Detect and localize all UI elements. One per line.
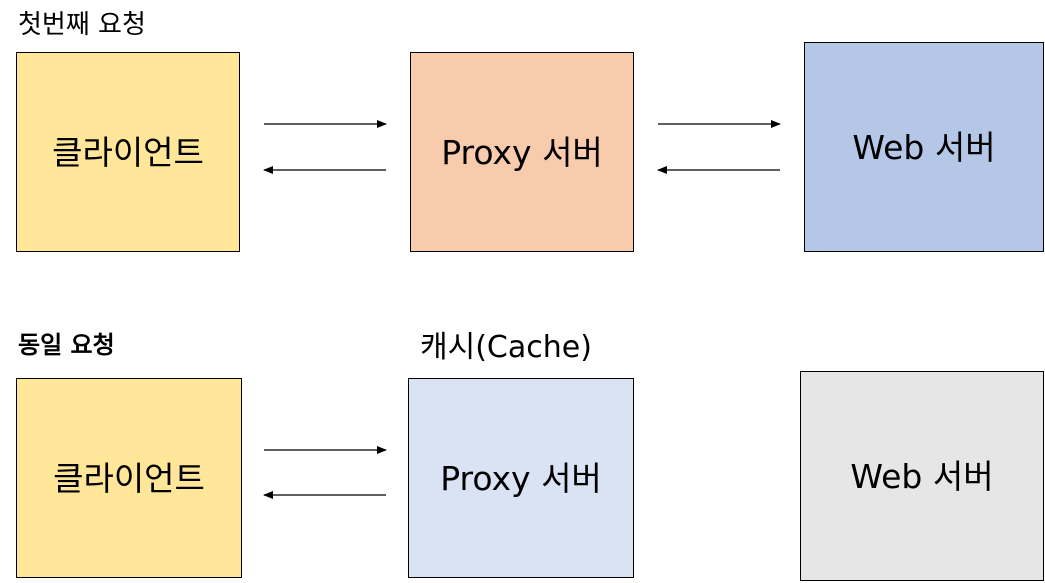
- cache-label: 캐시(Cache): [420, 330, 592, 365]
- client-box-first: 클라이언트: [16, 52, 240, 252]
- client-box-label: 클라이언트: [53, 458, 205, 498]
- proxy-cache-box: Proxy 서버: [408, 378, 634, 578]
- proxy-server-box-label: Proxy 서버: [440, 458, 602, 498]
- web-server-box-idle: Web 서버: [800, 371, 1044, 581]
- web-server-box-first: Web 서버: [804, 42, 1044, 252]
- web-server-box-label: Web 서버: [852, 127, 996, 167]
- proxy-server-box-first: Proxy 서버: [410, 52, 634, 252]
- proxy-server-box-label: Proxy 서버: [441, 132, 603, 172]
- web-server-box-label: Web 서버: [850, 456, 994, 496]
- first-request-heading: 첫번째 요청: [18, 10, 146, 40]
- client-box-second: 클라이언트: [16, 378, 242, 578]
- client-box-label: 클라이언트: [52, 132, 204, 172]
- same-request-heading: 동일 요청: [18, 331, 115, 359]
